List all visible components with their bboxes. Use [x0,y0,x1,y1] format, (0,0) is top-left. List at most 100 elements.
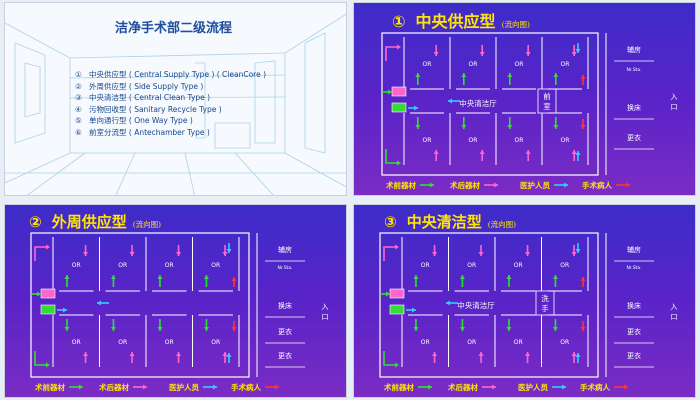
outer-wall [30,232,250,378]
or-label: OR [165,339,174,346]
or-label: OR [515,137,524,144]
slide-title-text: 中央清洁型 [406,213,482,231]
support-room-label: 辅房 [627,45,641,54]
or-label: OR [211,262,220,269]
or-label: OR [469,137,478,144]
flow-arrowhead [413,275,419,279]
or-label: OR [560,339,569,346]
flow-arrowhead [414,105,418,111]
slide-number: ② [29,213,42,231]
flow-arrowhead [580,327,586,331]
flow-arrowhead [492,384,496,390]
flow-arrowhead [415,125,421,129]
entrance-label: 口 [671,313,678,321]
flow-arrowhead [459,275,465,279]
flow-arrowhead [157,327,163,331]
legend-label: 术后器材 [99,382,129,392]
flow-arrowhead [525,150,531,154]
flow-arrowhead [226,353,232,357]
flow-arrowhead [388,89,392,95]
flow-arrowhead [564,182,568,188]
flow-arrowhead [428,384,432,390]
antechamber-box [537,88,557,114]
flow-arrowhead [213,384,217,390]
outer-wall [381,32,599,176]
flow-arrowhead [553,125,559,129]
flow-arrowhead [575,151,581,155]
flow-arrowhead [222,352,228,356]
flow-arrowhead [571,52,577,56]
flow-arrowhead [624,384,628,390]
legend-label: 术前器材 [386,180,416,190]
list-item-number: ③ [75,93,82,103]
flow-arrowhead [176,352,182,356]
list-item-text: 单向通行型 ( One Way Type ) [89,116,193,126]
flow-arrow [383,351,396,366]
supply-box-clean [389,288,405,299]
flow-arrowhead [129,252,135,256]
center-hall-label: 中央清洁厅 [457,300,495,310]
flow-arrowhead [432,352,438,356]
supply-box-soiled [389,304,405,315]
or-label: OR [211,339,220,346]
flow-arrowhead [552,327,558,331]
legend-label: 手术病人 [231,382,261,392]
support-room-label: 更衣 [627,327,641,336]
flow-arrowhead [446,300,450,306]
entrance-label: 口 [671,103,678,111]
flow-arrowhead [478,252,484,256]
flow-arrowhead [397,44,401,50]
or-label: OR [118,262,127,269]
antechamber-label: 手 [541,303,549,313]
flow-arrowhead [129,352,135,356]
or-label: OR [467,339,476,346]
flow-arrowhead [395,244,399,250]
flow-arrowhead [626,182,630,188]
slide-number: ③ [384,213,397,231]
or-label: OR [515,61,524,68]
flow-arrowhead [46,244,50,250]
flow-arrowhead [580,277,586,281]
support-room-label: 更衣 [278,327,292,336]
flow-arrowhead [176,252,182,256]
or-label: OR [469,61,478,68]
antechamber-label: 室 [543,101,551,111]
legend-label: 术后器材 [450,180,480,190]
flow-arrowhead [562,384,566,390]
supply-box-soiled [391,102,407,113]
flow-arrowhead [64,327,70,331]
flow-arrowhead [110,275,116,279]
list-item-number: ② [75,81,82,91]
flow-arrowhead [571,150,577,154]
slide-title-text: 中央供应型 [415,12,496,31]
flow-arrowhead [461,125,467,129]
slide-title-text: 外周供应型 [51,213,127,231]
legend-label: 手术病人 [582,180,612,190]
flow-arrowhead [525,52,531,56]
flow-arrow [383,246,396,261]
flow-arrowhead [525,252,531,256]
entrance-label: 入 [322,303,329,311]
or-label: OR [561,137,570,144]
flow-arrowhead [507,73,513,77]
list-item-text: 中央清洁型 ( Central Clean Type ) [89,93,211,103]
flow-arrowhead [79,384,83,390]
flow-arrowhead [203,275,209,279]
flow-arrowhead [63,307,67,313]
list-item-text: 中央供应型 ( Central Supply Type ) ( CleanCor… [89,70,267,79]
flow-arrowhead [412,307,416,313]
support-room-label: 更衣 [278,351,292,360]
flow-arrowhead [506,327,512,331]
flow-arrowhead [64,275,70,279]
support-room-label: 更衣 [627,351,641,360]
